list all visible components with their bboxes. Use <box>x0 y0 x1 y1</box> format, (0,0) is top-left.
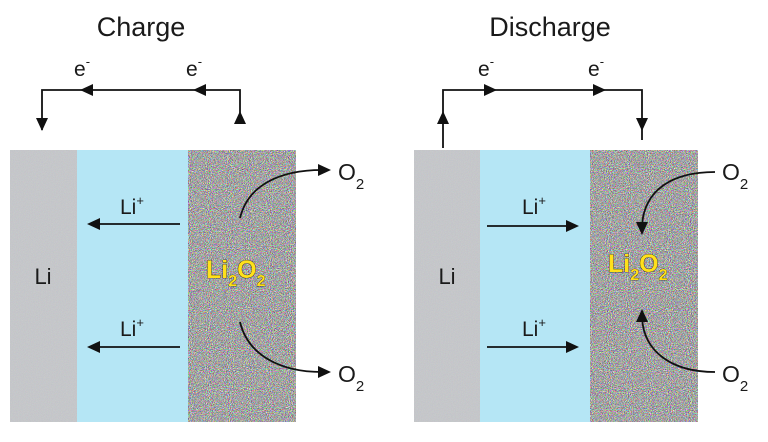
charge-o2-arrowhead-upper <box>318 164 331 176</box>
discharge-panel: Discharge e- e- Li Li+ Li+ Li2O2 <box>414 12 748 422</box>
discharge-o2-arrow-lower <box>641 317 716 373</box>
discharge-o2-label-upper: O2 <box>722 159 748 193</box>
discharge-o2-arrowhead-upper <box>636 222 648 235</box>
discharge-anode-label: Li <box>438 264 455 289</box>
charge-o2-arrow-upper <box>239 169 323 219</box>
charge-title: Charge <box>97 12 186 42</box>
charge-panel: Charge e- e- Li Li+ Li+ Li2O2 <box>10 12 364 422</box>
charge-ion-label-upper: Li+ <box>120 193 144 219</box>
charge-circuit-wire <box>41 89 241 130</box>
charge-ion-arrowhead-lower <box>87 341 100 353</box>
charge-product-label: Li2O2 <box>206 256 266 290</box>
charge-o2-arrowhead-lower <box>318 366 331 378</box>
charge-anode-label: Li <box>34 264 51 289</box>
charge-electron-label-right: e- <box>186 54 202 81</box>
charge-o2-label-lower: O2 <box>338 361 364 395</box>
charge-ion-lower: Li+ <box>87 315 180 353</box>
discharge-circuit-wire <box>442 89 643 148</box>
discharge-ion-label-upper: Li+ <box>522 193 546 219</box>
charge-cathode-layer <box>188 150 296 422</box>
discharge-o2-arrowhead-lower <box>636 309 648 322</box>
discharge-anode-layer <box>414 150 480 422</box>
discharge-ion-arrowhead-lower <box>566 341 579 353</box>
discharge-electron-label-right: e- <box>588 54 604 81</box>
discharge-circuit: e- e- <box>437 54 648 148</box>
discharge-ion-label-lower: Li+ <box>522 315 546 341</box>
discharge-electron-arrow-right <box>593 84 606 96</box>
charge-electron-label-left: e- <box>74 54 90 81</box>
discharge-electron-label-left: e- <box>478 54 494 81</box>
charge-anode-layer <box>10 150 77 422</box>
discharge-ion-arrowhead-upper <box>566 220 579 232</box>
discharge-cathode-layer <box>590 150 698 422</box>
discharge-o2-label-lower: O2 <box>722 361 748 395</box>
charge-ion-label-lower: Li+ <box>120 315 144 341</box>
discharge-ion-upper: Li+ <box>487 193 579 232</box>
charge-electron-arrow-left <box>80 84 93 96</box>
discharge-title: Discharge <box>489 12 611 42</box>
discharge-electrolyte-layer <box>480 150 590 422</box>
charge-electron-arrow-right <box>193 84 206 96</box>
charge-circuit-arrow-down <box>36 118 48 131</box>
discharge-o2-arrow-upper <box>641 171 716 227</box>
charge-ion-upper: Li+ <box>87 193 180 230</box>
discharge-electron-arrow-left <box>484 84 497 96</box>
charge-circuit: e- e- <box>36 54 246 131</box>
discharge-product-label: Li2O2 <box>608 250 668 284</box>
charge-o2-arrow-lower <box>239 321 323 373</box>
discharge-ion-lower: Li+ <box>487 315 579 353</box>
discharge-circuit-arrow-up <box>437 111 449 124</box>
charge-circuit-arrow-up <box>234 111 246 124</box>
discharge-circuit-arrow-down <box>636 118 648 131</box>
charge-electrolyte-layer <box>77 150 188 422</box>
charge-o2-label-upper: O2 <box>338 159 364 193</box>
charge-ion-arrowhead-upper <box>87 218 100 230</box>
